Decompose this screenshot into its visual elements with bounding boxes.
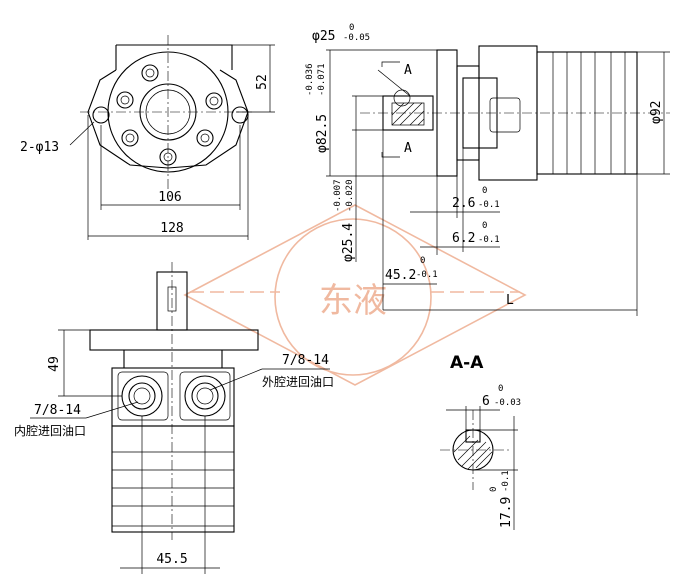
dim-d82-5: φ82.5 [315,114,330,153]
dim-49: 49 [47,356,62,372]
dim-2-6-upper: 0 [482,186,487,196]
dim-d25-4-lower: -0.020 [345,179,355,212]
dim-d25-upper: 0 [349,23,354,33]
dim-52: 52 [255,74,270,90]
dim-d25-lower: -0.05 [343,33,370,43]
key-width-upper: 0 [498,384,503,394]
dim-6-2-upper: 0 [482,221,487,231]
dim-L: L [506,293,514,308]
bolt-circle [116,64,223,166]
watermark-text: 东液 [319,281,387,321]
section-view: A-A 6 0 -0.03 17.9 0 -0.1 [440,353,521,530]
dim-6-2-lower: -0.1 [478,235,500,245]
dim-45-2: 45.2 [385,268,416,283]
key-depth: 17.9 [499,497,514,528]
watermark: 东液 [183,204,527,386]
dim-106: 106 [158,190,181,205]
mount-hole-left [92,106,110,124]
dim-d92: φ92 [649,101,664,124]
outer-port-label: 外腔进回油口 [262,374,334,389]
bottom-view: 49 45.5 7/8-14 外腔进回油口 7/8-14 内腔进回油口 [14,262,334,574]
key-depth-lower: -0.1 [501,470,511,492]
dim-45-2-upper: 0 [420,256,425,266]
holes-label: 2-φ13 [20,140,59,155]
dim-d82-5-lower: -0.071 [317,63,327,96]
dim-2-6: 2.6 [452,196,475,211]
dim-d25: φ25 [312,29,335,44]
inner-port-thread: 7/8-14 [34,403,81,418]
key-width: 6 [482,394,490,409]
dim-2-6-lower: -0.1 [478,200,500,210]
front-view: 52 2-φ13 106 128 [20,35,275,240]
outer-port-thread: 7/8-14 [282,353,329,368]
dim-45-5: 45.5 [156,552,187,567]
mount-hole-right [231,106,249,124]
section-mark-a-top: A [404,63,412,78]
dim-d25-4-upper: -0.007 [333,179,343,212]
dim-128: 128 [160,221,183,236]
key-width-lower: -0.03 [494,398,521,408]
side-view: A A φ25 0 -0.05 φ82.5 -0.036 -0.071 φ25.… [305,23,670,316]
inner-port-label: 内腔进回油口 [14,423,86,438]
dim-d82-5-upper: -0.036 [305,63,315,96]
section-title: A-A [450,353,484,373]
dim-6-2: 6.2 [452,231,475,246]
key-depth-upper: 0 [489,487,499,492]
dim-d25-4: φ25.4 [341,223,356,262]
dim-45-2-lower: -0.1 [416,270,438,280]
section-mark-a-bottom: A [404,141,412,156]
